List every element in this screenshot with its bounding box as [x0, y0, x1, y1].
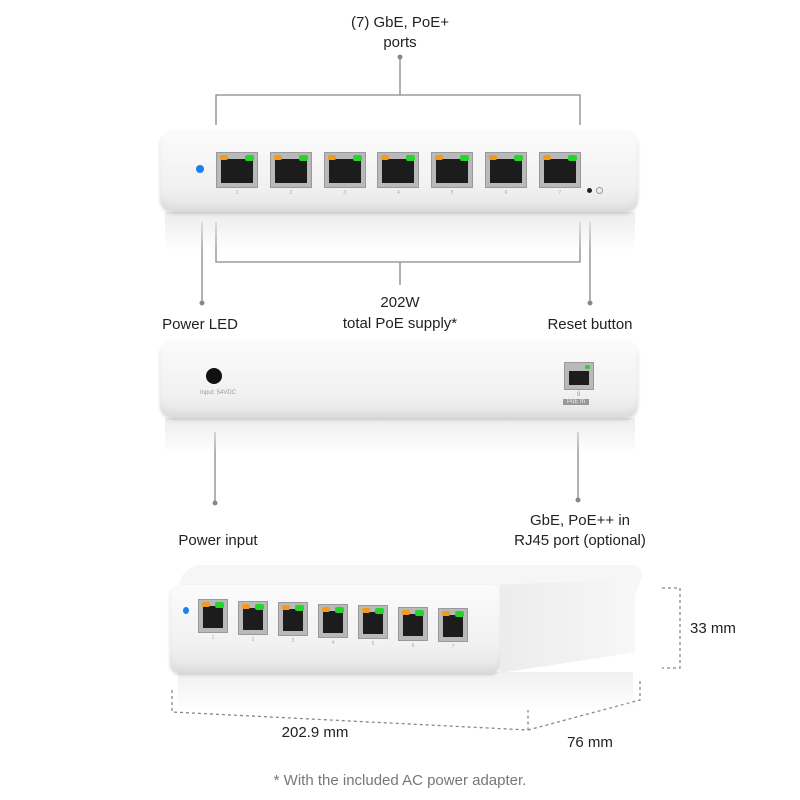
port-led-orange-icon [442, 611, 450, 616]
back-reflection [165, 418, 635, 453]
port-number-label: 5 [450, 190, 454, 196]
port-led-orange-icon [273, 155, 282, 160]
port-number-label: 1 [211, 635, 215, 641]
iso-port-4 [318, 603, 348, 638]
port-led-orange-icon [362, 608, 370, 613]
back-view-switch: Input: 54VDC 8 PoE In [160, 340, 638, 418]
port-number-label: 2 [251, 636, 255, 643]
port-led-green-icon [415, 609, 424, 616]
port-led-orange-icon [327, 155, 336, 160]
port-led-orange-icon [402, 609, 410, 615]
iso-port-1 [198, 599, 228, 633]
port-socket [443, 615, 463, 637]
port-number-label: 7 [558, 190, 562, 196]
port-led-green-icon [295, 605, 304, 611]
port-socket [328, 159, 361, 183]
reset-button-icon [587, 188, 592, 193]
port-socket [323, 610, 343, 633]
reset-symbol-icon [596, 187, 603, 194]
width-dimension: 202.9 mm [281, 724, 349, 741]
port-socket [403, 613, 423, 636]
port-led-orange-icon [220, 155, 228, 160]
port-led-green-icon [215, 602, 224, 608]
port-number-label: 4 [331, 639, 335, 646]
front-port-2 [269, 152, 312, 188]
port-led-orange-icon [282, 605, 290, 610]
port-led-green-icon [298, 155, 308, 161]
port-socket [436, 159, 469, 183]
iso-power-led-icon [183, 607, 189, 614]
poe-in-badge: PoE In [563, 399, 590, 405]
port-led-green-icon [335, 606, 344, 613]
power-input-label: Power input [178, 532, 258, 549]
iso-port-3 [278, 602, 308, 636]
port-number-label: 6 [504, 190, 508, 196]
port-led-green-icon [455, 611, 464, 617]
front-view-switch: 1 2 3 4 5 6 7 [160, 130, 638, 212]
front-port-4 [377, 152, 420, 188]
depth-dimension: 76 mm [567, 734, 613, 751]
port-number-label: 2 [289, 190, 293, 196]
uplink-port-number: 8 [577, 392, 581, 398]
port-socket [283, 609, 303, 631]
port-number-label: 3 [343, 190, 346, 196]
footnote: * With the included AC power adapter. [273, 772, 527, 789]
front-reflection [165, 212, 635, 252]
height-dimension: 33 mm [690, 620, 736, 637]
port-socket [274, 159, 307, 183]
port-led-orange-icon [381, 155, 390, 160]
dc-power-jack-icon [206, 368, 222, 384]
port-number-label: 5 [371, 641, 375, 647]
iso-port-6 [398, 606, 428, 641]
supply-callout-line2: total PoE supply* [342, 315, 458, 332]
uplink-callout-line1: GbE, PoE++ in [529, 512, 631, 529]
supply-callout-line1: 202W [380, 294, 420, 311]
power-led-icon [196, 165, 204, 173]
port-socket [382, 159, 415, 183]
port-socket [543, 159, 576, 183]
front-port-6 [485, 152, 527, 188]
port-number-label: 3 [291, 638, 295, 644]
uplink-callout-line2: RJ45 port (optional) [514, 532, 646, 549]
port-led-green-icon [352, 155, 362, 161]
ports-callout-line2: ports [383, 34, 417, 51]
port-led-orange-icon [242, 603, 250, 609]
ports-callout-line1: (7) GbE, PoE+ [351, 14, 449, 31]
port-led-orange-icon [435, 155, 444, 160]
port-led-green-icon [514, 155, 523, 161]
iso-port-2 [238, 600, 268, 635]
front-port-7 [538, 152, 581, 188]
front-port-1 [216, 152, 258, 188]
reset-button-label: Reset button [547, 316, 633, 333]
iso-port-5 [358, 605, 388, 639]
uplink-port [564, 362, 594, 390]
port-led-green-icon [406, 155, 416, 161]
port-number-label: 4 [397, 190, 400, 196]
port-number-label: 6 [411, 642, 415, 649]
port-led-orange-icon [202, 602, 210, 607]
iso-reflection [178, 672, 633, 712]
port-socket [490, 159, 522, 183]
port-led-green-icon [567, 155, 577, 161]
port-led-green-icon [255, 603, 264, 610]
front-port-5 [431, 152, 474, 188]
iso-port-7 [438, 608, 468, 642]
port-led-orange-icon [542, 155, 551, 160]
front-port-3 [323, 152, 366, 188]
port-socket [203, 606, 223, 628]
port-number-label: 7 [451, 644, 455, 650]
port-led-green-icon [375, 608, 384, 614]
port-socket [221, 159, 253, 183]
port-socket [243, 607, 263, 630]
iso-view-switch: 1 2 3 4 5 6 7 [170, 585, 500, 673]
power-led-label: Power LED [162, 316, 238, 333]
port-led-orange-icon [322, 606, 330, 612]
port-led-green-icon [460, 155, 470, 161]
port-socket [363, 612, 383, 634]
port-number-label: 1 [235, 190, 239, 196]
port-led-orange-icon [489, 155, 497, 160]
power-input-marking: Input: 54VDC [200, 390, 237, 396]
port-led-green-icon [245, 155, 254, 161]
